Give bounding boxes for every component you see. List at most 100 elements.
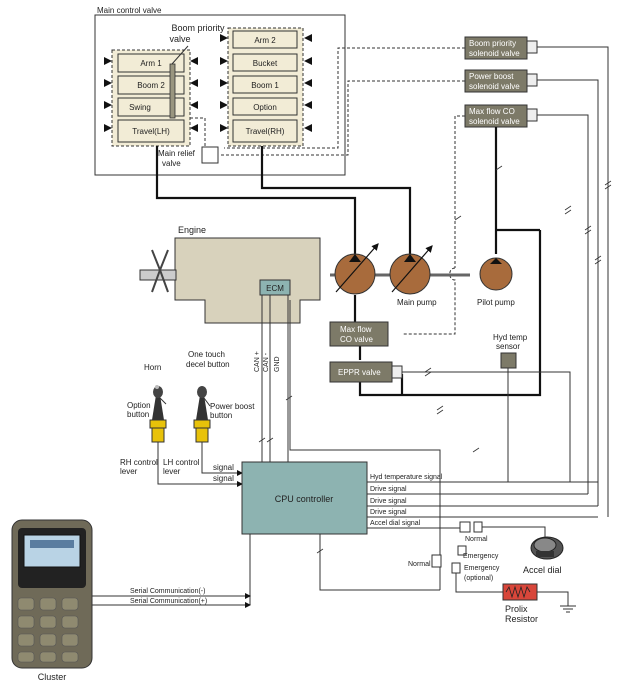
fan-icon <box>151 249 169 293</box>
eppr-valve: EPPR valve <box>329 361 403 383</box>
engine: Engine ECM <box>139 225 321 324</box>
spool-travel-lh: Travel(LH) <box>117 119 185 143</box>
svg-text:Hyd temperature signal: Hyd temperature signal <box>370 474 443 481</box>
cluster-display <box>23 534 81 568</box>
svg-text:CAN -: CAN - <box>263 352 270 372</box>
spool-swing: Swing <box>117 97 185 117</box>
main-control-valve-title: Main control valve <box>97 6 162 15</box>
can-bus: CAN + CAN - GND <box>254 295 289 462</box>
svg-text:Swing: Swing <box>129 103 151 112</box>
normal-emergency-switch-top: Normal Emergency <box>457 521 546 560</box>
spool-arm-1: Arm 1 <box>117 53 185 73</box>
svg-text:Main pump: Main pump <box>397 298 437 307</box>
svg-text:Emergency: Emergency <box>464 565 500 572</box>
svg-text:button: button <box>210 411 232 420</box>
svg-text:Boom priority: Boom priority <box>469 39 516 48</box>
control-signal-lines <box>157 442 243 487</box>
svg-text:signal: signal <box>213 474 234 483</box>
svg-text:EPPR valve: EPPR valve <box>338 368 381 377</box>
pilot-port-arrows <box>104 34 312 132</box>
svg-text:Main relief: Main relief <box>158 149 196 158</box>
svg-text:solenoid valve: solenoid valve <box>469 82 520 91</box>
svg-text:valve: valve <box>169 34 190 44</box>
prolix-resistor: Prolix Resistor <box>502 583 576 624</box>
svg-text:ECM: ECM <box>266 284 284 293</box>
svg-text:Resistor: Resistor <box>505 614 538 624</box>
svg-text:Prolix: Prolix <box>505 604 528 614</box>
serial-communication: Serial Communication(-) Serial Communica… <box>92 588 251 608</box>
svg-text:LH control: LH control <box>163 458 200 467</box>
svg-text:decel button: decel button <box>186 360 230 369</box>
svg-text:One touch: One touch <box>188 350 225 359</box>
svg-text:Bucket: Bucket <box>253 59 278 68</box>
normal-emergency-switch-bottom: Normal Emergency (optional) <box>408 554 503 593</box>
spool-bucket: Bucket <box>232 53 298 72</box>
svg-text:signal: signal <box>213 463 234 472</box>
svg-text:Hyd temp: Hyd temp <box>493 333 528 342</box>
svg-text:Option: Option <box>127 401 151 410</box>
svg-text:Pilot pump: Pilot pump <box>477 298 515 307</box>
spool-boom-1: Boom 1 <box>232 75 298 94</box>
svg-text:GND: GND <box>274 356 281 372</box>
spool-arm-2: Arm 2 <box>232 30 298 49</box>
rh-joystick <box>149 385 167 443</box>
svg-text:Emergency: Emergency <box>463 553 499 560</box>
ground-icon <box>560 605 576 613</box>
svg-text:Option: Option <box>253 103 277 112</box>
svg-text:CPU controller: CPU controller <box>275 494 334 504</box>
svg-text:lever: lever <box>120 467 138 476</box>
svg-text:Travel(LH): Travel(LH) <box>132 127 170 136</box>
spool-option: Option <box>232 97 298 116</box>
svg-text:Max flow CO: Max flow CO <box>469 107 515 116</box>
svg-text:Drive signal: Drive signal <box>370 498 407 505</box>
cpu-signal-lines: Hyd temperature signal Drive signal Driv… <box>249 46 609 605</box>
cluster: Cluster <box>11 519 93 682</box>
boom-priority-solenoid-valve: Boom priority solenoid valve <box>464 36 538 60</box>
accel-dial: Accel dial <box>523 536 564 575</box>
cpu-controller: CPU controller <box>241 461 368 535</box>
svg-text:CAN +: CAN + <box>254 351 261 372</box>
svg-text:Drive signal: Drive signal <box>370 509 407 516</box>
svg-text:Normal: Normal <box>465 536 488 543</box>
svg-text:sensor: sensor <box>496 342 520 351</box>
svg-text:Boom priority: Boom priority <box>171 23 225 33</box>
svg-text:Arm 2: Arm 2 <box>254 36 276 45</box>
svg-text:Travel(RH): Travel(RH) <box>246 127 285 136</box>
svg-text:Accel dial signal: Accel dial signal <box>370 520 421 527</box>
svg-text:Boom 2: Boom 2 <box>137 81 165 90</box>
solenoid-valve-group: Boom priority solenoid valve Power boost… <box>464 36 538 128</box>
boom-priority-valve <box>169 63 176 119</box>
svg-text:Power boost: Power boost <box>210 402 255 411</box>
horn-button <box>155 385 159 389</box>
svg-text:solenoid valve: solenoid valve <box>469 49 520 58</box>
svg-text:solenoid valve: solenoid valve <box>469 117 520 126</box>
svg-text:lever: lever <box>163 467 181 476</box>
spool-boom-2: Boom 2 <box>117 75 185 95</box>
main-pump: Main pump <box>334 243 437 307</box>
svg-text:button: button <box>127 410 149 419</box>
svg-text:Cluster: Cluster <box>38 672 67 682</box>
svg-text:Max flow: Max flow <box>340 325 372 334</box>
svg-text:Normal: Normal <box>408 561 431 568</box>
svg-text:Serial Communication(+): Serial Communication(+) <box>130 598 207 605</box>
svg-text:Boom 1: Boom 1 <box>251 81 279 90</box>
svg-text:Arm 1: Arm 1 <box>140 59 162 68</box>
svg-text:Drive signal: Drive signal <box>370 486 407 493</box>
svg-text:(optional): (optional) <box>464 575 493 582</box>
hyd-temp-sensor: Hyd temp sensor <box>493 333 528 369</box>
max-flow-co-solenoid-valve: Max flow CO solenoid valve <box>464 104 538 128</box>
spool-travel-rh: Travel(RH) <box>232 119 298 143</box>
ecm <box>259 279 291 296</box>
svg-text:RH control: RH control <box>120 458 158 467</box>
svg-text:Accel dial: Accel dial <box>523 565 562 575</box>
max-flow-co-valve: Max flow CO valve <box>329 321 389 347</box>
svg-text:Horn: Horn <box>144 363 161 372</box>
svg-text:valve: valve <box>162 159 181 168</box>
power-boost-solenoid-valve: Power boost solenoid valve <box>464 69 538 93</box>
svg-text:Engine: Engine <box>178 225 206 235</box>
svg-text:Power boost: Power boost <box>469 72 514 81</box>
main-control-valve: Main control valve Arm 1 Boom 2 Swing Tr… <box>94 6 346 176</box>
svg-text:CO valve: CO valve <box>340 335 373 344</box>
svg-text:Serial Communication(-): Serial Communication(-) <box>130 588 205 595</box>
